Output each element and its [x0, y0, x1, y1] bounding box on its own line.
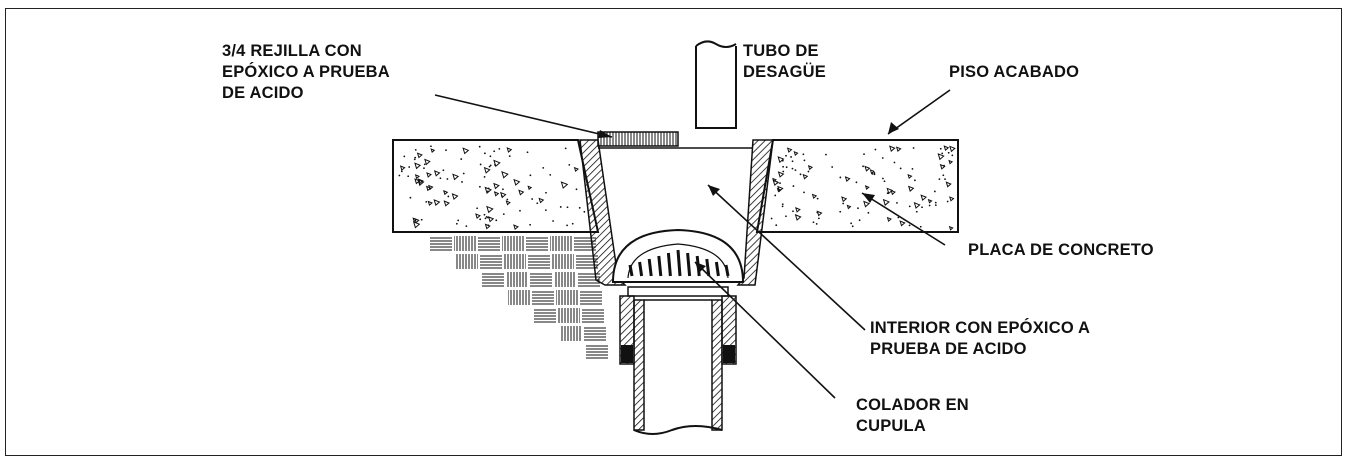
label-interior-line1: INTERIOR CON EPÓXICO A — [870, 319, 1091, 337]
concrete-speckles-right — [770, 145, 956, 231]
label-drain-pipe: TUBO DE DESAGÜE — [743, 41, 826, 83]
label-grate-line2: EPÓXICO A PRUEBA — [222, 63, 390, 81]
label-interior: INTERIOR CON EPÓXICO A PRUEBA DE ACIDO — [870, 318, 1090, 360]
label-dome-strainer: COLADOR EN CUPULA — [856, 395, 969, 437]
label-concrete-slab-line1: PLACA DE CONCRETO — [968, 241, 1154, 259]
label-drain-pipe-line2: DESAGÜE — [743, 63, 826, 81]
label-finished-floor-line1: PISO ACABADO — [949, 63, 1080, 81]
label-dome-strainer-line1: COLADOR EN — [856, 396, 969, 414]
dome-ribs — [628, 249, 730, 277]
label-finished-floor: PISO ACABADO — [949, 62, 1079, 83]
label-grate-line3: DE ACIDO — [222, 84, 304, 102]
earth-fill-pattern — [430, 236, 608, 359]
label-dome-strainer-line2: CUPULA — [856, 417, 926, 435]
grate — [597, 131, 679, 147]
label-grate-line1: 3/4 REJILLA CON — [222, 42, 362, 60]
label-grate: 3/4 REJILLA CON EPÓXICO A PRUEBA DE ACID… — [222, 41, 390, 104]
leader-arrowheads — [598, 122, 899, 273]
dome-strainer — [611, 228, 745, 297]
leader-lines — [434, 89, 951, 399]
concrete-speckles-left — [398, 145, 586, 231]
concrete-slab — [392, 139, 959, 233]
outlet-pipe — [619, 295, 737, 435]
drain-pipe-top — [695, 40, 737, 129]
label-concrete-slab: PLACA DE CONCRETO — [968, 240, 1154, 261]
label-interior-line2: PRUEBA DE ACIDO — [870, 340, 1027, 358]
label-drain-pipe-line1: TUBO DE — [743, 42, 819, 60]
